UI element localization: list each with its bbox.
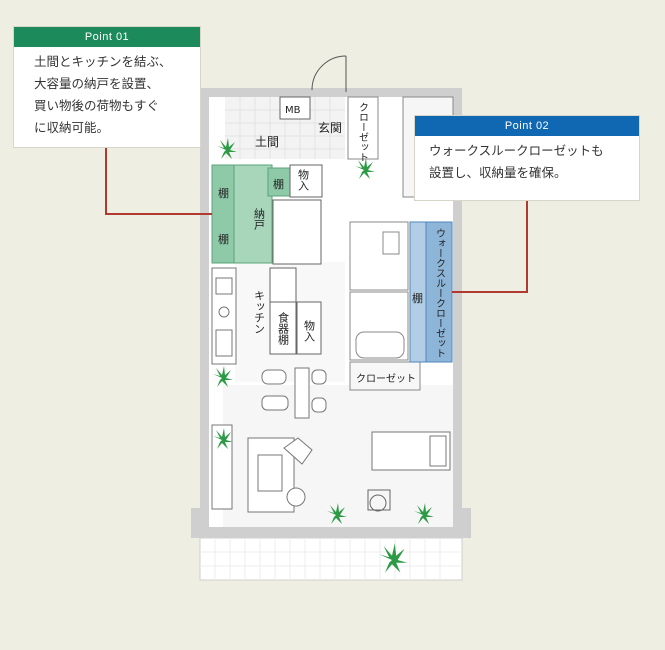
- point-01-callout: Point 01 土間とキッチンを結ぶ、 大容量の納戸を設置、 買い物後の荷物も…: [14, 27, 200, 147]
- tana-label-1: 棚: [218, 186, 229, 200]
- genkan-label: 玄関: [318, 120, 342, 135]
- point-02-title: Point 02: [415, 116, 639, 136]
- bed: [371, 431, 451, 471]
- leader-lines: [105, 148, 528, 293]
- tana-label-3: 棚: [273, 177, 284, 191]
- nando-label: 納戸: [253, 208, 266, 231]
- wheelchair: [367, 489, 391, 512]
- tana-label-2: 棚: [218, 232, 229, 246]
- point-01-text: 土間とキッチンを結ぶ、 大容量の納戸を設置、 買い物後の荷物もすぐ に収納可能。: [34, 54, 172, 135]
- point-01-title: Point 01: [14, 27, 200, 47]
- plant-icon: [213, 138, 434, 573]
- monoire-label-2: 物入: [303, 319, 316, 342]
- tana-wic-label: 棚: [412, 291, 423, 305]
- doma-label: 土間: [255, 135, 279, 149]
- nando-storage: [211, 164, 291, 264]
- entrance-door: [311, 55, 347, 92]
- shokkidana-label: 食器棚: [277, 311, 290, 346]
- mb-box: [279, 96, 311, 120]
- cabinets: [269, 164, 323, 355]
- balcony: [199, 537, 463, 581]
- wic-storage: [409, 221, 453, 363]
- monoire-label-1: 物入: [297, 168, 310, 191]
- dining-table: [261, 367, 327, 419]
- closet-top-label: クローゼット: [357, 102, 369, 162]
- closet-mid-label: クローゼット: [356, 373, 416, 385]
- mb-label: MB: [285, 105, 301, 116]
- kitchen-label: キッチン: [253, 290, 266, 334]
- wic-label: ウォークスルークローゼット: [434, 228, 446, 358]
- bathroom: [349, 221, 421, 391]
- point-02-text: ウォークスルークローゼットも 設置し、収納量を確保。: [429, 143, 604, 180]
- living-furniture: [211, 424, 313, 513]
- kitchen-counter: [211, 267, 237, 365]
- point-02-callout: Point 02 ウォークスルークローゼットも 設置し、収納量を確保。: [415, 116, 639, 200]
